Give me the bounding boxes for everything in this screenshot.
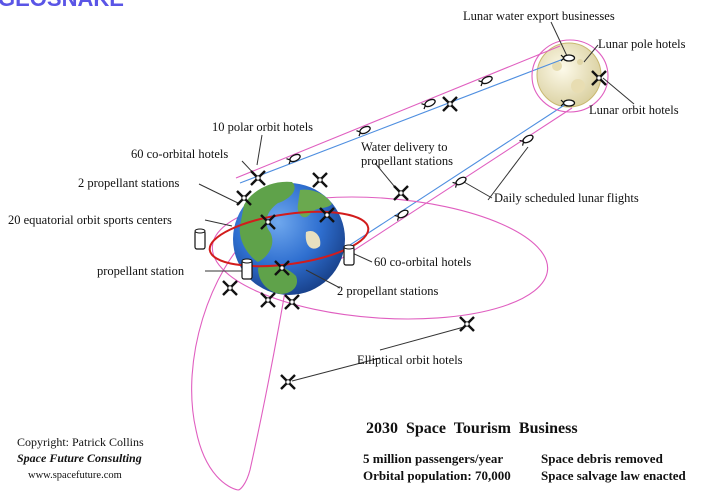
credit-copyright: Copyright: Patrick Collins	[17, 435, 144, 449]
spaceplane-icon	[451, 175, 468, 189]
spaceplane-icon	[420, 97, 437, 110]
info-population: Orbital population: 70,000	[363, 468, 511, 483]
label-propellant-stations-bottom: 2 propellant stations	[337, 284, 439, 298]
label-polar-orbit-hotels: 10 polar orbit hotels	[212, 120, 313, 134]
label-water-delivery-line1: Water delivery to	[361, 140, 447, 154]
info-heading: 2030 Space Tourism Business	[366, 420, 578, 437]
spaceplane-icon	[477, 74, 494, 87]
earth-icon	[208, 181, 370, 295]
label-lunar-orbit-hotels: Lunar orbit hotels	[589, 103, 679, 117]
label-elliptical-hotels: Elliptical orbit hotels	[357, 353, 463, 367]
label-lunar-pole-hotels: Lunar pole hotels	[598, 37, 686, 51]
space-station-icon	[241, 258, 253, 280]
label-propellant-station: propellant station	[97, 264, 185, 278]
info-debris: Space debris removed	[541, 451, 664, 466]
label-equatorial-sports: 20 equatorial orbit sports centers	[8, 213, 172, 227]
label-water-delivery-line2: propellant stations	[361, 154, 453, 168]
label-co-orbital-hotels-left: 60 co-orbital hotels	[131, 147, 228, 161]
satellite-icon	[311, 171, 329, 189]
credit-url: www.spacefuture.com	[28, 470, 122, 481]
satellite-icon	[458, 315, 476, 333]
label-co-orbital-hotels-right: 60 co-orbital hotels	[374, 255, 471, 269]
space-station-icon	[343, 244, 355, 266]
lunar-transfer-paths	[235, 39, 609, 263]
label-lunar-water-export: Lunar water export businesses	[463, 9, 615, 23]
spaceplane-icon	[355, 124, 372, 137]
satellite-icon	[392, 184, 410, 202]
space-station-icon	[194, 228, 206, 250]
satellite-icon	[279, 373, 297, 391]
credit-company: Space Future Consulting	[17, 451, 142, 465]
label-daily-lunar-flights: Daily scheduled lunar flights	[494, 191, 639, 205]
label-propellant-stations-top: 2 propellant stations	[78, 176, 180, 190]
satellite-icon	[259, 291, 277, 309]
spaceplane-icon	[518, 133, 535, 147]
info-passengers: 5 million passengers/year	[363, 451, 503, 466]
satellite-icon	[221, 279, 239, 297]
diagram-title: GEOSNAKE	[0, 0, 124, 11]
info-salvage: Space salvage law enacted	[541, 468, 687, 483]
